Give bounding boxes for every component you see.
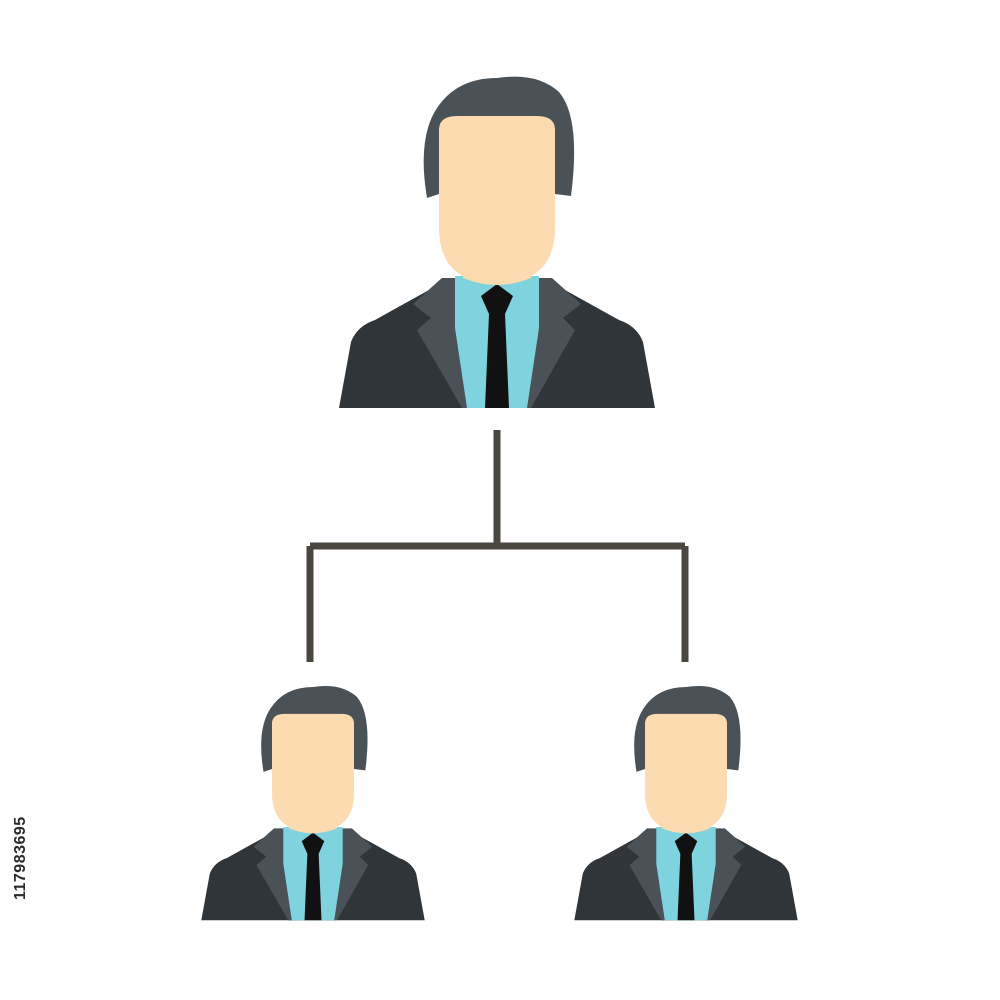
businessman-icon (201, 686, 425, 921)
businessman-icon (574, 686, 798, 921)
stock-id-watermark: 117983695 (12, 816, 29, 900)
businessman-icon (339, 76, 655, 408)
org-connectors (306, 430, 689, 662)
